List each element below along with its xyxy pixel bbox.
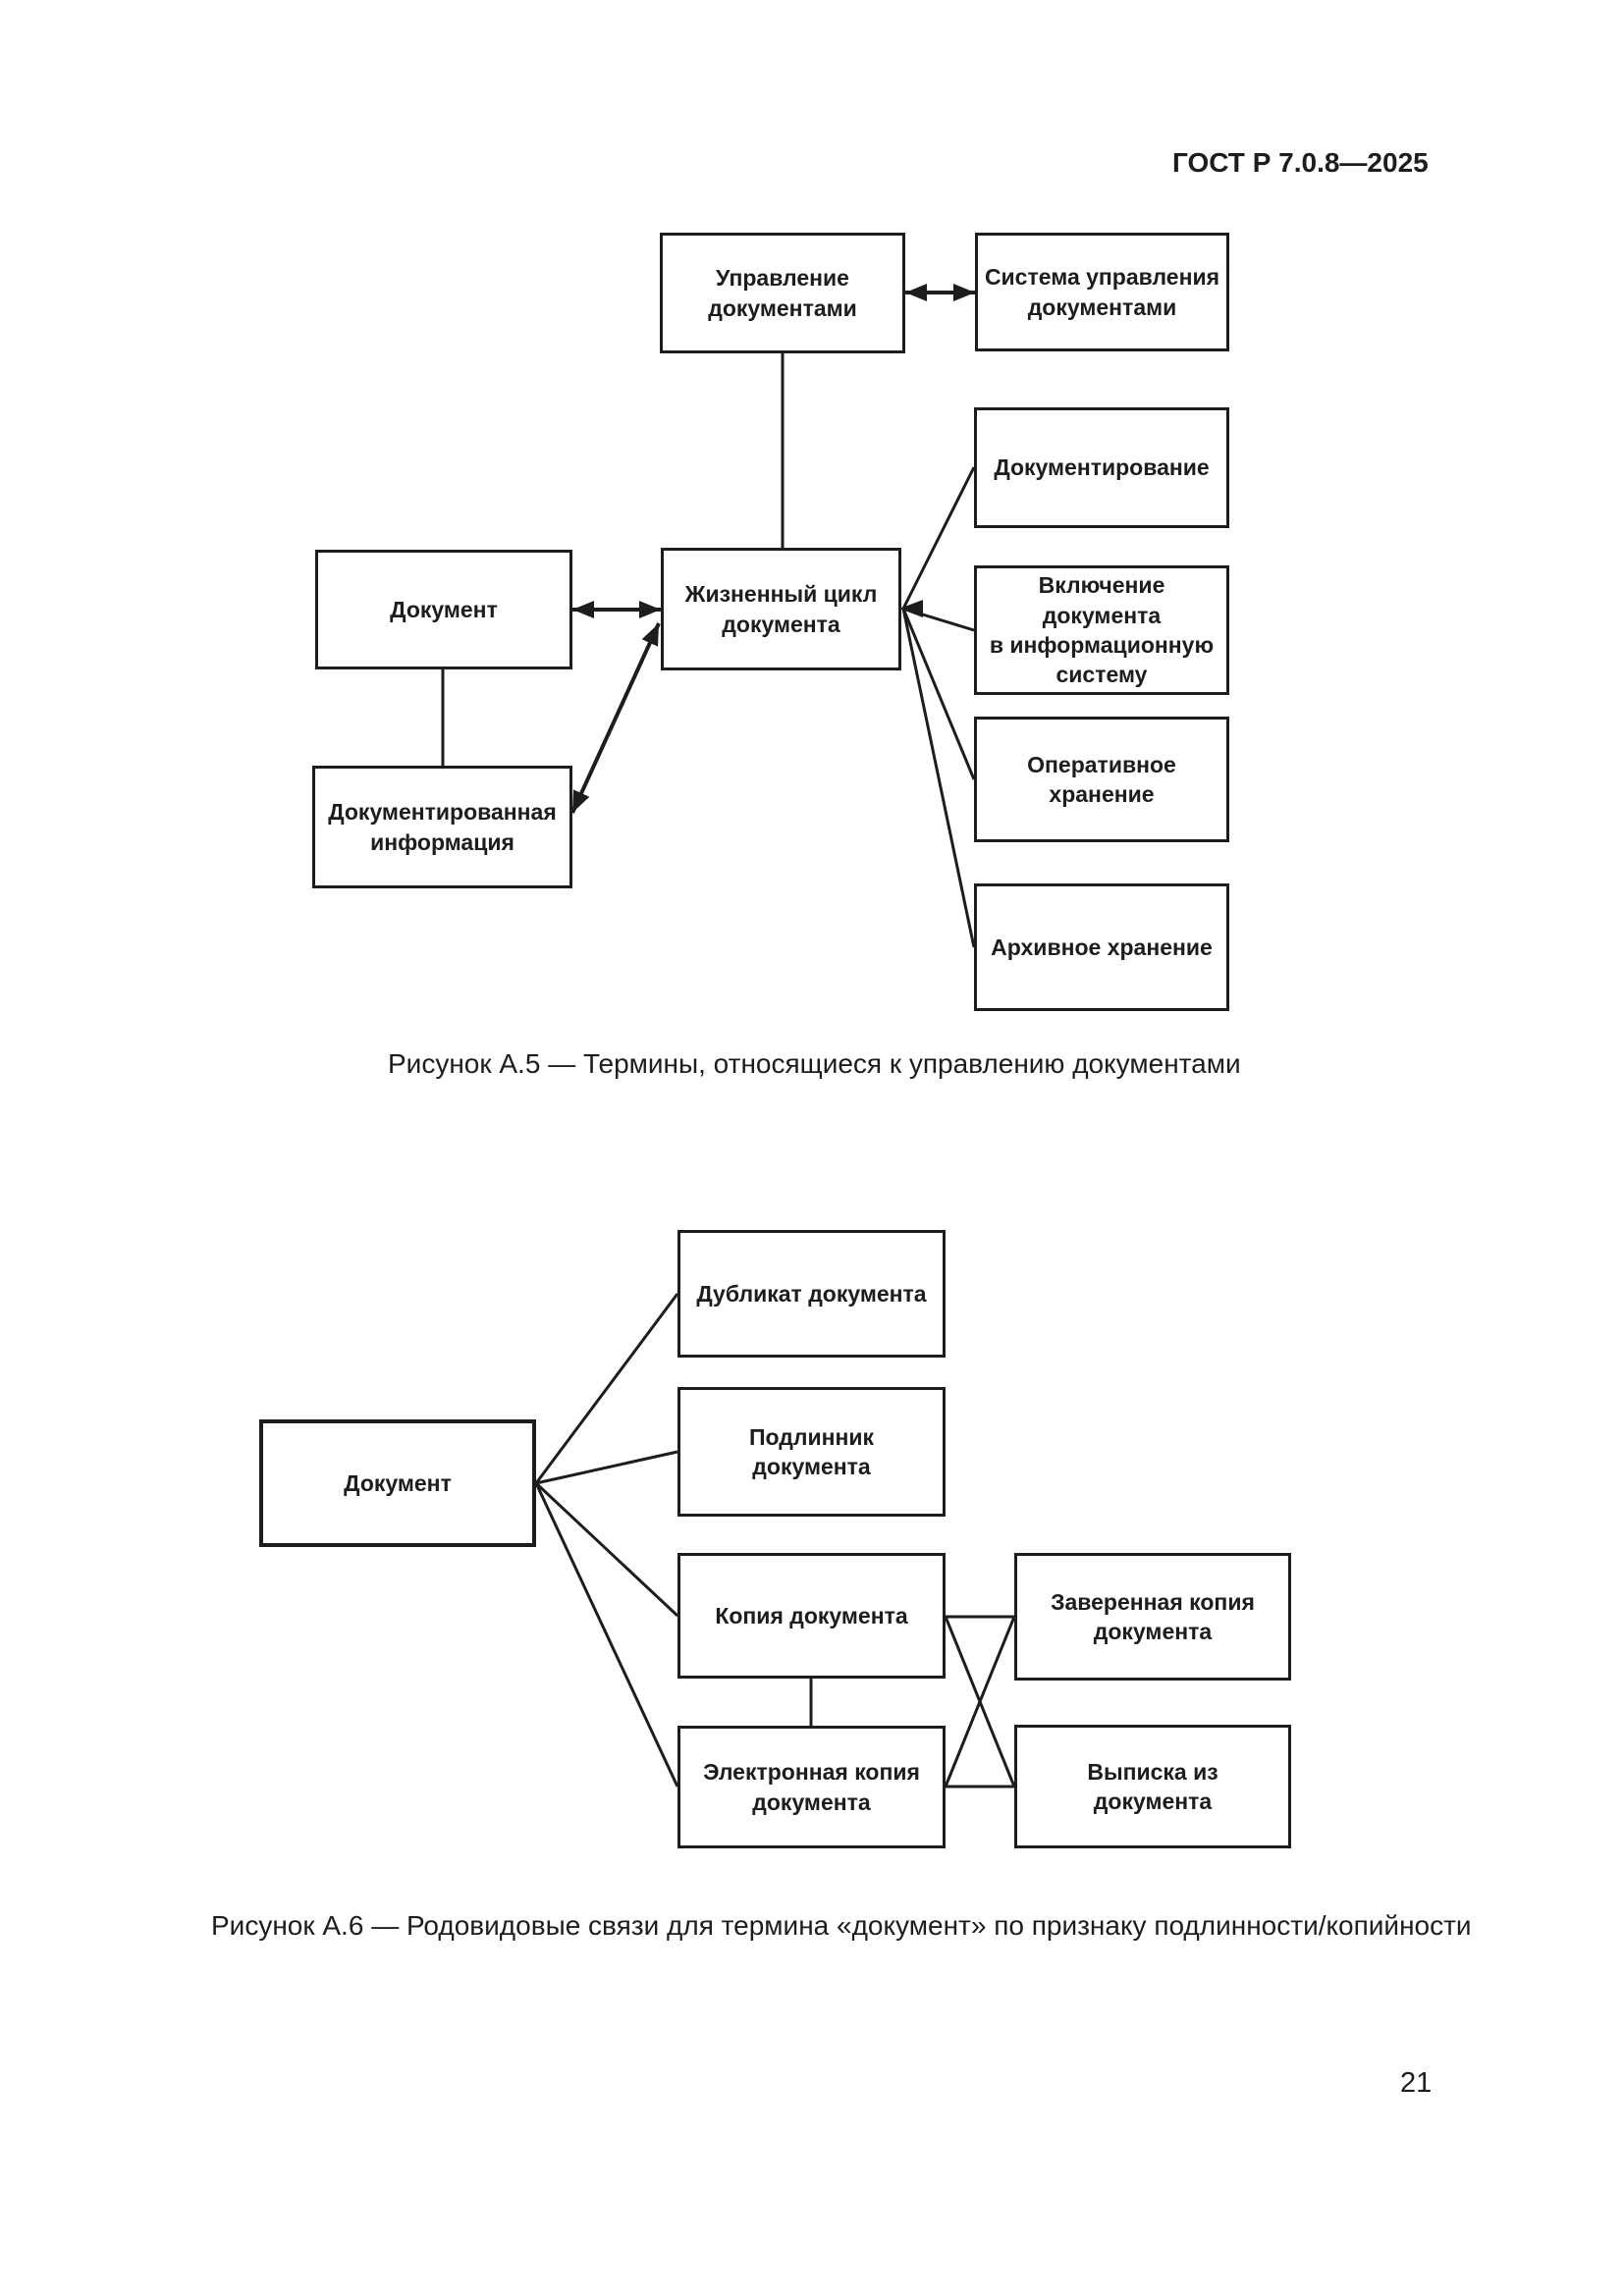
box-elektronnaya-kopiya: Электронная копия документа — [677, 1726, 946, 1848]
fig-a5-connectors — [441, 284, 976, 948]
line-zhiznenny-operativnoe — [901, 608, 976, 780]
box-dokument-a5: Документ — [315, 550, 572, 669]
box-sistema-upravleniya: Система управления документами — [975, 233, 1229, 351]
line-zhiznenny-dokumentirovanie — [901, 466, 976, 610]
line-dokument-elektronnaya — [534, 1482, 679, 1788]
box-operativnoe-hranenie: Оперативное хранение — [974, 717, 1229, 842]
box-upravlenie-dokumentami: Управление документами — [660, 233, 905, 353]
figure-a5-caption: Рисунок А.5 — Термины, относящиеся к упр… — [388, 1048, 1241, 1079]
box-dokument-a6: Документ — [259, 1419, 536, 1547]
line-dokument-dublikat — [534, 1293, 679, 1484]
line-dokument-podlinnik — [535, 1450, 678, 1485]
box-arhivnoe-hranenie: Архивное хранение — [974, 883, 1229, 1011]
box-dokumentirovanie: Документирование — [974, 407, 1229, 528]
box-dublikat-dokumenta: Дубликат документа — [677, 1230, 946, 1358]
page-number: 21 — [1400, 2067, 1433, 2099]
figure-a6-caption: Рисунок А.6 — Родовидовые связи для терм… — [211, 1910, 1472, 1941]
arrow-dokinfo-zhiznenny — [570, 622, 661, 814]
box-dokumentirovannaya-informatsiya: Документированная информация — [312, 766, 572, 888]
box-vypiska-iz-dokumenta: Выписка из документа — [1014, 1725, 1291, 1848]
line-zhiznenny-arhivnoe — [901, 608, 976, 948]
arrowhead-into-zhiznenny — [899, 600, 923, 617]
line-elektronnaya-zaverennaya — [944, 1616, 1016, 1788]
line-dokument-kopiya — [534, 1481, 679, 1618]
box-podlinnik-dokumenta: Подлинник документа — [677, 1387, 946, 1517]
box-vklyuchenie-v-sistemu: Включение документа в информационную сис… — [974, 565, 1229, 695]
box-kopiya-dokumenta: Копия документа — [677, 1553, 946, 1679]
box-zaverennaya-kopiya: Заверенная копия документа — [1014, 1553, 1291, 1681]
box-zhiznenny-tsikl: Жизненный цикл документа — [661, 548, 901, 670]
fig-a6-connectors — [534, 1293, 1016, 1789]
standard-code-header: ГОСТ Р 7.0.8—2025 — [1172, 147, 1429, 178]
